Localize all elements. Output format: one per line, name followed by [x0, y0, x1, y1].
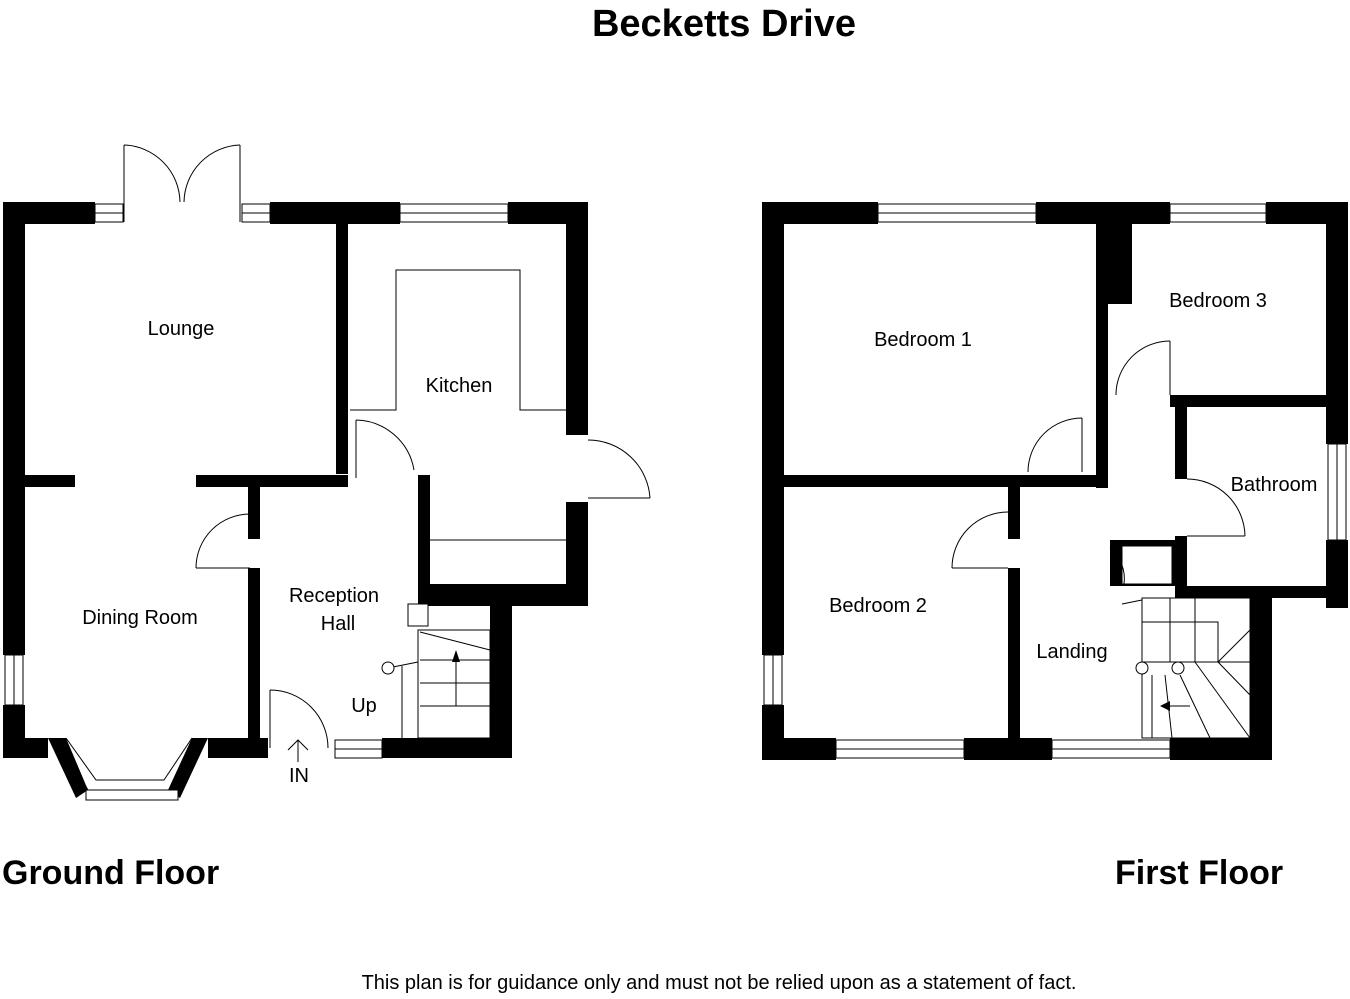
ground-floor-walls	[3, 202, 588, 798]
ground-floor-label: Ground Floor	[2, 854, 219, 892]
room-label-bedroom-2: Bedroom 2	[829, 595, 927, 617]
disclaimer-text: This plan is for guidance only and must …	[362, 972, 1077, 994]
first-floor-doors	[951, 340, 1246, 585]
kitchen-units	[350, 269, 566, 541]
room-label-hall: Hall	[321, 613, 355, 635]
first-floor-plan: Bedroom 1 Bedroom 3 Bathroom Bedroom 2 L…	[762, 202, 1348, 760]
first-floor-windows	[763, 203, 1347, 759]
entrance-arrow-icon	[287, 739, 309, 762]
first-floor-stairs	[1121, 597, 1251, 739]
entrance-label: IN	[289, 765, 309, 787]
room-label-bedroom-1: Bedroom 1	[874, 329, 972, 351]
ground-floor-plan: Lounge Kitchen Dining Room Reception Hal…	[3, 144, 651, 801]
room-label-reception: Reception	[289, 585, 379, 607]
ground-floor-windows	[4, 203, 509, 801]
room-label-bedroom-3: Bedroom 3	[1169, 290, 1267, 312]
room-label-bathroom: Bathroom	[1231, 474, 1318, 496]
stairs-up-label: Up	[351, 695, 377, 717]
room-label-landing: Landing	[1036, 641, 1107, 663]
first-floor-label: First Floor	[1115, 854, 1283, 892]
plan-title: Becketts Drive	[592, 3, 856, 45]
room-label-kitchen: Kitchen	[426, 375, 493, 397]
ground-floor-doors	[123, 144, 651, 749]
room-label-lounge: Lounge	[148, 318, 215, 340]
ground-floor-stairs	[381, 603, 491, 739]
room-label-dining-room: Dining Room	[82, 607, 198, 629]
